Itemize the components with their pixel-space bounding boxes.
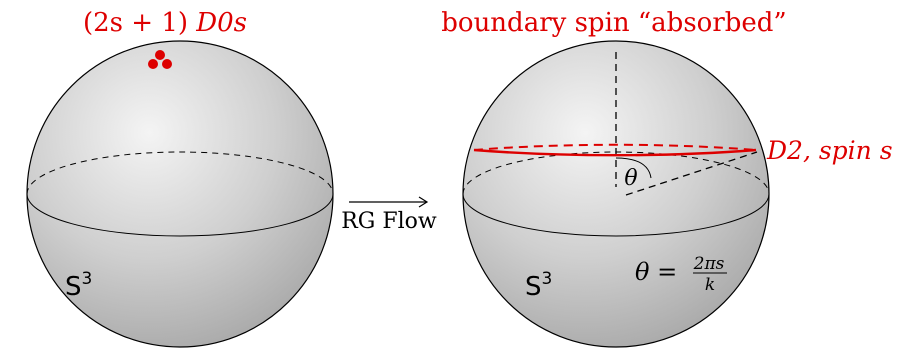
left-space-label-sup: 3 [82, 269, 93, 289]
arrow-head [418, 196, 429, 208]
left-caption-prefix: (2s + 1) [83, 8, 188, 38]
left-space-label-base: S [65, 272, 82, 302]
d2-brane-back [473, 143, 757, 151]
right-space-label: S3 [525, 269, 552, 302]
theta-formula: θ = 2πs k [635, 254, 727, 295]
d0-brane-dot [148, 59, 158, 69]
formula-numerator: 2πs [693, 254, 725, 274]
d2-brane-label-text: D2, spin [766, 136, 872, 165]
radius-to-brane [625, 151, 758, 196]
d2-brane-label: D2, spin s [766, 136, 893, 165]
right-caption: boundary spin “absorbed” [441, 8, 786, 38]
left-sphere: (2s + 1) D0s S3 [26, 8, 334, 348]
theta-arc [615, 157, 652, 179]
left-space-label: S3 [65, 269, 92, 302]
left-caption: (2s + 1) D0s [83, 8, 247, 38]
left-equator-back [26, 151, 334, 195]
right-sphere: θ boundary spin “absorbed” D2, spin s S3… [441, 8, 893, 348]
right-space-label-base: S [525, 272, 542, 302]
right-space-label-sup: 3 [542, 269, 553, 289]
right-sphere-body [462, 40, 770, 348]
formula-lhs: θ = [635, 258, 677, 286]
d2-brane-label-spin: s [880, 136, 893, 165]
d0-brane-dot [162, 59, 172, 69]
d2-brane-front [473, 148, 757, 157]
rg-flow-arrow: RG Flow [341, 196, 437, 234]
formula-denominator: k [705, 275, 715, 295]
left-equator-front [26, 193, 334, 237]
right-equator-front [462, 193, 770, 237]
d0-branes-cluster [148, 50, 172, 69]
theta-label: θ [624, 166, 637, 191]
d0-brane-dot [155, 50, 165, 60]
arrow-label: RG Flow [341, 209, 437, 234]
left-caption-suffix: D0s [195, 8, 247, 38]
